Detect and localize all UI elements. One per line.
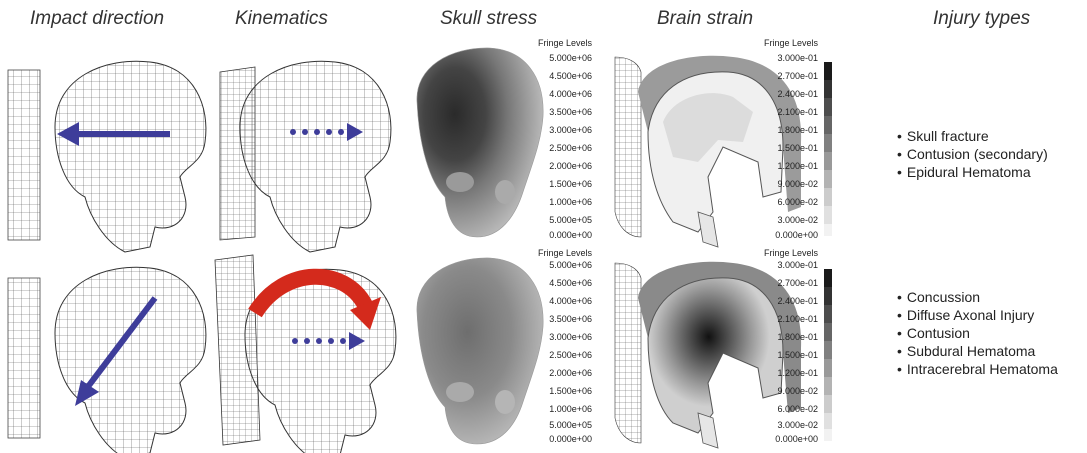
skull-stress-legend-top: Fringe Levels 5.000e+06 4.500e+06 4.000e… xyxy=(532,38,622,243)
legend-tick: 3.000e+06 xyxy=(532,125,592,135)
legend-tick: 4.000e+06 xyxy=(532,89,592,99)
legend-tick: 3.000e-01 xyxy=(758,260,818,270)
brain-strain-legend-top: Fringe Levels 3.000e-01 2.700e-01 2.400e… xyxy=(758,38,848,243)
legend-tick: 9.000e-02 xyxy=(758,386,818,396)
legend-tick: 2.100e-01 xyxy=(758,107,818,117)
header-skull-stress: Skull stress xyxy=(440,8,537,30)
legend-tick: 3.500e+06 xyxy=(532,314,592,324)
kinematics-head-top xyxy=(215,52,405,242)
legend-tick: 2.500e+06 xyxy=(532,143,592,153)
legend-tick: 1.800e-01 xyxy=(758,125,818,135)
list-item: Intracerebral Hematoma xyxy=(897,360,1058,378)
legend-tick: 0.000e+00 xyxy=(532,230,592,240)
legend-tick: 2.000e+06 xyxy=(532,368,592,378)
list-item: Contusion (secondary) xyxy=(897,145,1048,163)
legend-title: Fringe Levels xyxy=(764,248,818,258)
legend-tick: 4.500e+06 xyxy=(532,278,592,288)
skull-stress-bottom xyxy=(405,252,550,448)
legend-tick: 3.000e-02 xyxy=(758,420,818,430)
kinematics-head-bottom xyxy=(215,255,405,448)
impactor-plate xyxy=(8,70,40,240)
list-item: Concussion xyxy=(897,288,1058,306)
legend-tick: 2.400e-01 xyxy=(758,89,818,99)
skull-stress-top xyxy=(405,42,550,242)
impact-head-bottom xyxy=(5,258,205,448)
legend-tick: 3.500e+06 xyxy=(532,107,592,117)
legend-tick: 2.400e-01 xyxy=(758,296,818,306)
legend-tick: 1.000e+06 xyxy=(532,197,592,207)
list-item: Diffuse Axonal Injury xyxy=(897,306,1058,324)
legend-tick: 6.000e-02 xyxy=(758,197,818,207)
legend-tick: 2.700e-01 xyxy=(758,71,818,81)
legend-title: Fringe Levels xyxy=(538,38,592,48)
legend-tick: 1.200e-01 xyxy=(758,368,818,378)
injury-list-bottom: Concussion Diffuse Axonal Injury Contusi… xyxy=(897,288,1058,378)
legend-title: Fringe Levels xyxy=(764,38,818,48)
legend-tick: 3.000e-02 xyxy=(758,215,818,225)
legend-tick: 0.000e+00 xyxy=(758,230,818,240)
legend-tick: 1.500e+06 xyxy=(532,386,592,396)
legend-tick: 5.000e+05 xyxy=(532,215,592,225)
list-item: Epidural Hematoma xyxy=(897,163,1048,181)
skull-stress-legend-bottom: Fringe Levels 5.000e+06 4.500e+06 4.000e… xyxy=(532,248,622,448)
impact-head-top xyxy=(5,52,205,242)
list-item: Contusion xyxy=(897,324,1058,342)
header-injury-types: Injury types xyxy=(933,8,1030,30)
list-item: Subdural Hematoma xyxy=(897,342,1058,360)
header-impact-direction: Impact direction xyxy=(30,8,164,30)
legend-tick: 2.500e+06 xyxy=(532,350,592,360)
legend-tick: 3.000e-01 xyxy=(758,53,818,63)
legend-tick: 2.000e+06 xyxy=(532,161,592,171)
injury-list-top: Skull fracture Contusion (secondary) Epi… xyxy=(897,127,1048,181)
header-brain-strain: Brain strain xyxy=(657,8,753,30)
legend-tick: 2.100e-01 xyxy=(758,314,818,324)
legend-tick: 1.500e-01 xyxy=(758,350,818,360)
header-kinematics: Kinematics xyxy=(235,8,328,30)
legend-tick: 5.000e+06 xyxy=(532,53,592,63)
legend-tick: 1.800e-01 xyxy=(758,332,818,342)
legend-tick: 0.000e+00 xyxy=(758,434,818,444)
legend-tick: 1.500e+06 xyxy=(532,179,592,189)
brain-strain-legend-bottom: Fringe Levels 3.000e-01 2.700e-01 2.400e… xyxy=(758,248,848,448)
legend-tick: 4.500e+06 xyxy=(532,71,592,81)
legend-title: Fringe Levels xyxy=(538,248,592,258)
legend-tick: 1.500e-01 xyxy=(758,143,818,153)
legend-tick: 2.700e-01 xyxy=(758,278,818,288)
legend-tick: 1.000e+06 xyxy=(532,404,592,414)
legend-tick: 5.000e+05 xyxy=(532,420,592,430)
legend-tick: 5.000e+06 xyxy=(532,260,592,270)
legend-tick: 9.000e-02 xyxy=(758,179,818,189)
legend-tick: 1.200e-01 xyxy=(758,161,818,171)
legend-tick: 3.000e+06 xyxy=(532,332,592,342)
legend-tick: 0.000e+00 xyxy=(532,434,592,444)
list-item: Skull fracture xyxy=(897,127,1048,145)
legend-tick: 4.000e+06 xyxy=(532,296,592,306)
legend-tick: 6.000e-02 xyxy=(758,404,818,414)
